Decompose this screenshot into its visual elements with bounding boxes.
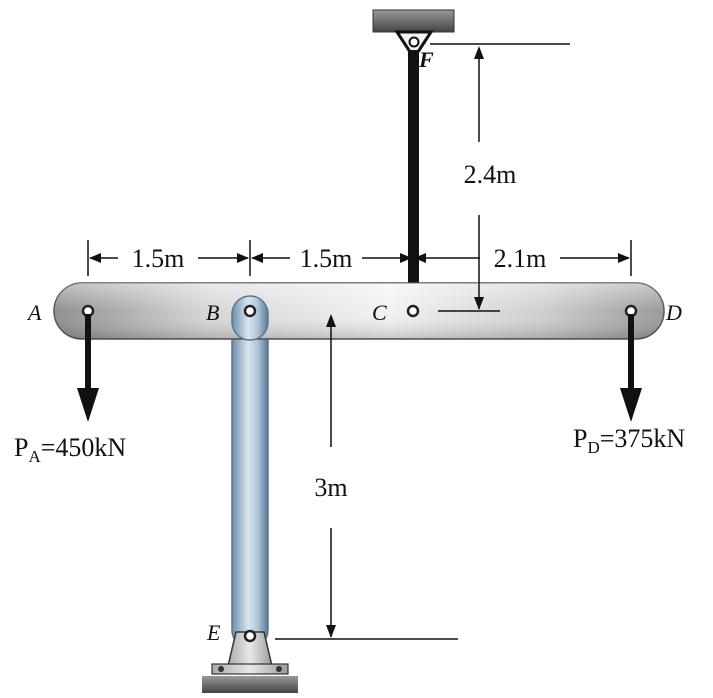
load-value-a: =450kN: [41, 433, 127, 462]
pin-c: [406, 304, 420, 318]
dimension-label-ab: 1.5m: [132, 244, 185, 273]
point-label-b: B: [206, 300, 219, 325]
dimension-line-post: [275, 314, 458, 640]
point-label-d: D: [665, 300, 682, 325]
point-label-f: F: [418, 47, 434, 72]
dimension-label-bc: 1.5m: [300, 244, 353, 273]
load-arrow-d: [620, 314, 642, 422]
pin-b: [243, 304, 257, 318]
load-subscript-d: D: [587, 438, 599, 457]
load-label-d: PD=375kN: [573, 424, 685, 457]
dimension-label-cd: 2.1m: [494, 244, 547, 273]
load-symbol-d: P: [573, 424, 587, 453]
post-top: [231, 295, 269, 341]
dimension-label-post: 3m: [314, 473, 347, 502]
load-subscript-a: A: [28, 447, 41, 466]
dimension-line-cable: [430, 43, 570, 312]
post-be: [231, 297, 269, 649]
ceiling-support: [372, 9, 455, 33]
cable-fc: [408, 50, 419, 312]
dimension-line-horizontal: [87, 240, 632, 276]
point-label-a: A: [26, 300, 42, 325]
load-value-d: =375kN: [600, 424, 686, 453]
pin-e: [243, 629, 257, 643]
load-arrow-a: [77, 314, 99, 422]
point-label-e: E: [206, 620, 221, 645]
pin-f: [394, 30, 434, 61]
dimension-label-cable: 2.4m: [464, 160, 517, 189]
load-label-a: PA=450kN: [14, 433, 126, 466]
beam-ad: [53, 282, 665, 340]
load-symbol-a: P: [14, 433, 28, 462]
point-label-c: C: [372, 300, 387, 325]
